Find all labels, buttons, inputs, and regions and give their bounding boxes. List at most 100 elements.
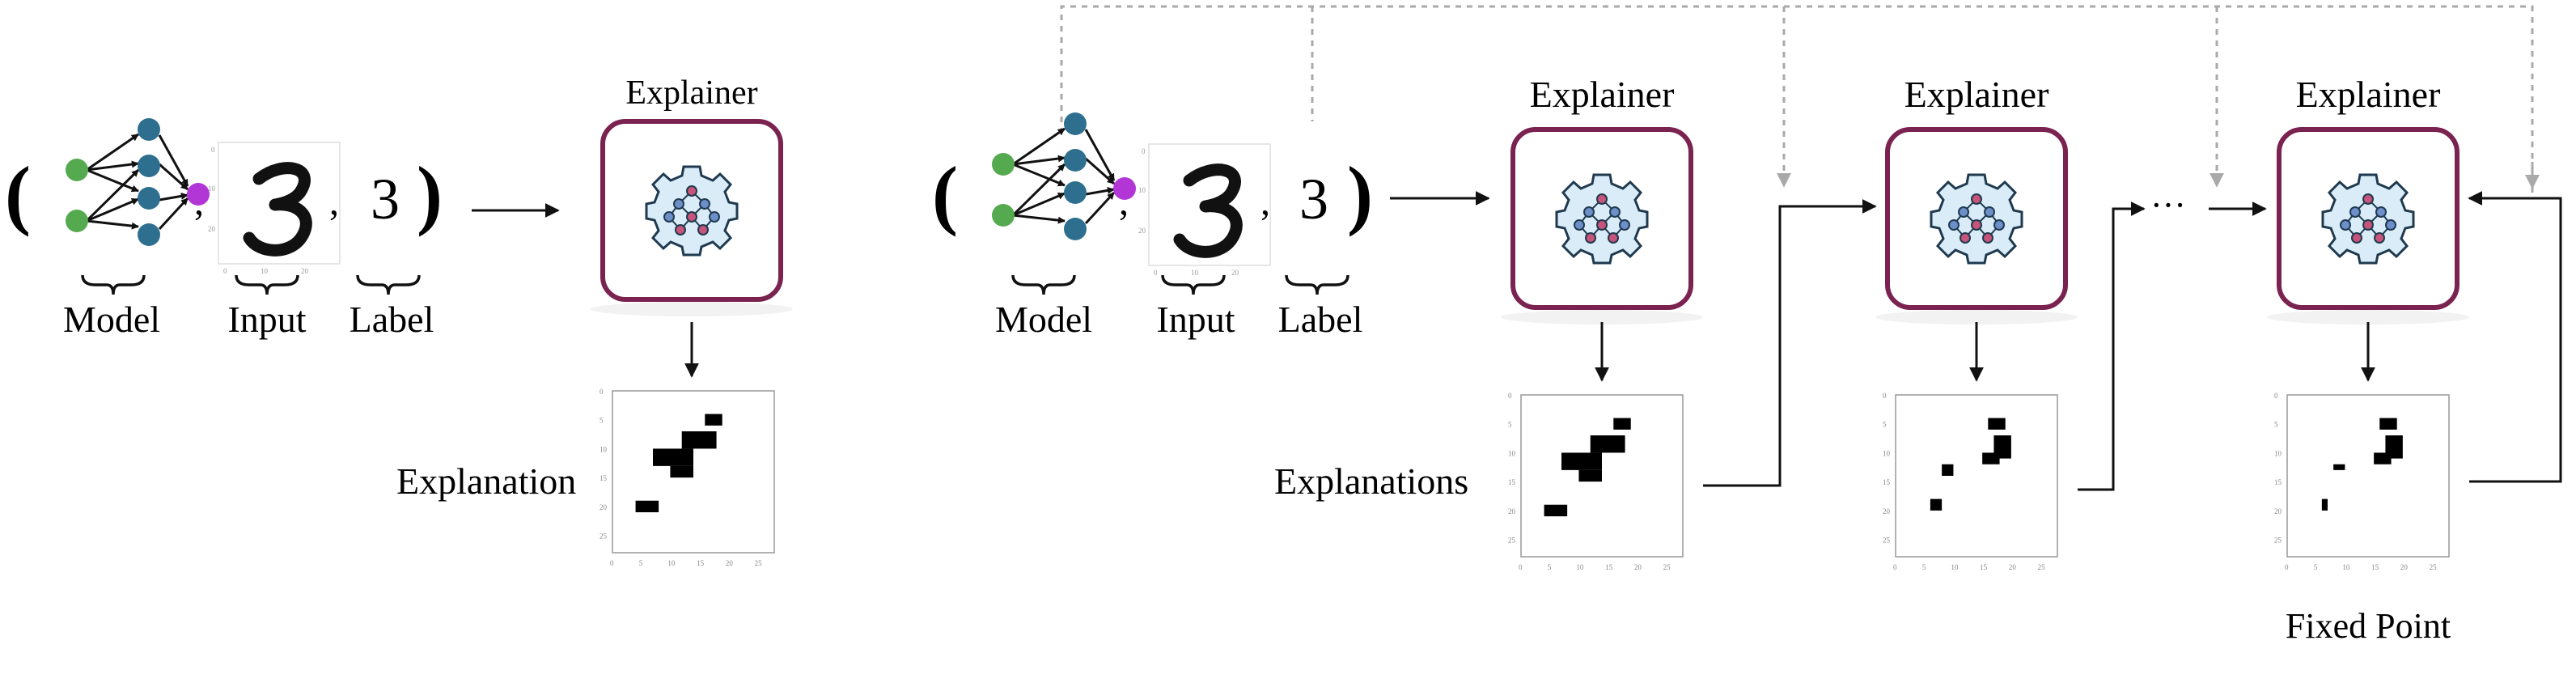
heatmap-pixel-block	[1590, 435, 1625, 453]
heatmap-x-tick: 10	[667, 559, 676, 567]
heatmap-x-tick: 25	[755, 559, 763, 567]
heatmap-pixel-block	[1578, 469, 1602, 482]
heatmap-x-tick: 10	[2342, 563, 2350, 571]
explainer-title-1: Explainer	[1530, 74, 1675, 115]
heatmap-y-tick: 15	[1508, 478, 1516, 486]
close-paren: )	[417, 151, 443, 237]
heatmap-pixel-block	[2385, 435, 2403, 459]
heatmap-x-tick: 20	[726, 559, 734, 567]
heatmap-x-tick: 0	[1519, 563, 1523, 571]
heatmap-y-tick: 25	[1508, 537, 1516, 545]
heatmap-x-tick: 20	[2400, 563, 2409, 571]
heatmap-pixel-block	[1942, 464, 1954, 476]
label-label: Label	[350, 299, 434, 340]
heatmap-x-tick: 15	[2371, 563, 2379, 571]
heatmap-pixel-block	[2333, 464, 2345, 470]
input-digit-image: 3	[208, 142, 340, 275]
heatmap-y-tick: 5	[1883, 421, 1887, 429]
explainer-box-3	[2267, 129, 2469, 325]
comma: ,	[194, 180, 204, 223]
explainer-box-1	[1501, 129, 1703, 325]
input-digit-image: 3	[1138, 144, 1270, 277]
explainer-title: Explainer	[625, 74, 757, 112]
heatmap-y-tick: 25	[2274, 537, 2282, 545]
brace-icon	[235, 274, 299, 296]
connector-heatmap1-to-explainer2	[1703, 199, 1877, 487]
explainer-box	[591, 121, 793, 316]
heatmap-pixel-block	[1982, 452, 2000, 465]
heatmap-pixel-block	[670, 465, 693, 478]
heatmap-y-tick: 5	[1508, 421, 1512, 429]
label-value: 3	[1299, 167, 1328, 231]
fixed-point-label: Fixed Point	[2286, 606, 2451, 646]
heatmap-pixel-block	[1988, 418, 2006, 430]
heatmap-y-tick: 10	[600, 445, 608, 453]
heatmap-x-tick: 20	[1634, 563, 1642, 571]
heatmap-pixel-block	[2321, 498, 2328, 511]
heatmap-pixel-block	[681, 431, 717, 449]
ellipsis: ···	[2150, 185, 2186, 225]
comma: ,	[329, 180, 339, 223]
heatmap-x-tick: 15	[697, 559, 705, 567]
heatmap-x-tick: 5	[1548, 563, 1552, 571]
right-panel: ( , 3 , 3 ) Model Input Label Explainer …	[932, 5, 2562, 646]
heatmap-y-tick: 20	[1883, 507, 1891, 515]
connector-fixed-point-loop	[2468, 191, 2562, 483]
heatmap-y-tick: 0	[1508, 392, 1512, 400]
heatmap-pixel-block	[653, 448, 693, 466]
brace-icon	[356, 274, 421, 296]
heatmap-y-tick: 20	[600, 503, 608, 511]
model-label: Model	[63, 299, 160, 340]
explainer-title-2: Explainer	[1904, 74, 2049, 115]
heatmap-y-tick: 15	[600, 474, 608, 482]
heatmap-y-tick: 20	[1508, 507, 1516, 515]
close-paren: )	[1347, 151, 1373, 237]
left-panel: ( , 3 , 3 ) Model Input Label Explainer …	[5, 74, 793, 567]
brace-icon	[81, 274, 146, 296]
heatmap-y-tick: 25	[1883, 537, 1891, 545]
explainer-box-2	[1875, 129, 2078, 325]
heatmap-y-tick: 0	[600, 388, 604, 396]
heatmap-x-tick: 15	[1980, 563, 1988, 571]
heatmap-pixel-block	[1561, 452, 1602, 470]
heatmap-pixel-block	[2374, 452, 2392, 465]
heatmap-y-tick: 5	[600, 417, 604, 425]
heatmap-x-tick: 0	[2285, 563, 2289, 571]
brace-icon	[1161, 274, 1226, 296]
heatmap-y-tick: 10	[2274, 449, 2282, 457]
heatmap-y-tick: 0	[1883, 392, 1887, 400]
open-paren: (	[932, 151, 958, 237]
explainer-title-3: Explainer	[2296, 74, 2441, 115]
model-network-icon	[66, 118, 210, 246]
explanation-label: Explanation	[396, 460, 576, 502]
heatmap-y-tick: 0	[2274, 392, 2278, 400]
heatmap-x-tick: 5	[639, 559, 643, 567]
input-label: Input	[1156, 299, 1235, 340]
heatmap-x-tick: 5	[2314, 563, 2318, 571]
model-label: Model	[995, 299, 1092, 340]
heatmap-x-tick: 20	[2009, 563, 2017, 571]
brace-icon	[1011, 274, 1076, 296]
heatmap-pixel-block	[1613, 418, 1631, 430]
heatmap-pixel-block	[635, 500, 659, 512]
feedback-lines	[1060, 5, 2540, 194]
heatmap-y-tick: 5	[2274, 421, 2278, 429]
input-label: Input	[227, 299, 306, 340]
heatmap-pixel-block	[705, 414, 722, 426]
explanations-label: Explanations	[1274, 460, 1468, 502]
heatmap-x-tick: 25	[1663, 563, 1671, 571]
heatmap-x-tick: 25	[2038, 563, 2046, 571]
heatmap-y-tick: 10	[1508, 449, 1516, 457]
heatmap-pixel-block	[1993, 435, 2011, 459]
heatmap-y-tick: 25	[600, 532, 608, 541]
heatmap-x-tick: 25	[2430, 563, 2438, 571]
heatmap-y-tick: 20	[2274, 507, 2282, 515]
label-value: 3	[371, 167, 400, 231]
comma: ,	[1119, 180, 1129, 223]
heatmap-y-tick: 10	[1883, 449, 1891, 457]
